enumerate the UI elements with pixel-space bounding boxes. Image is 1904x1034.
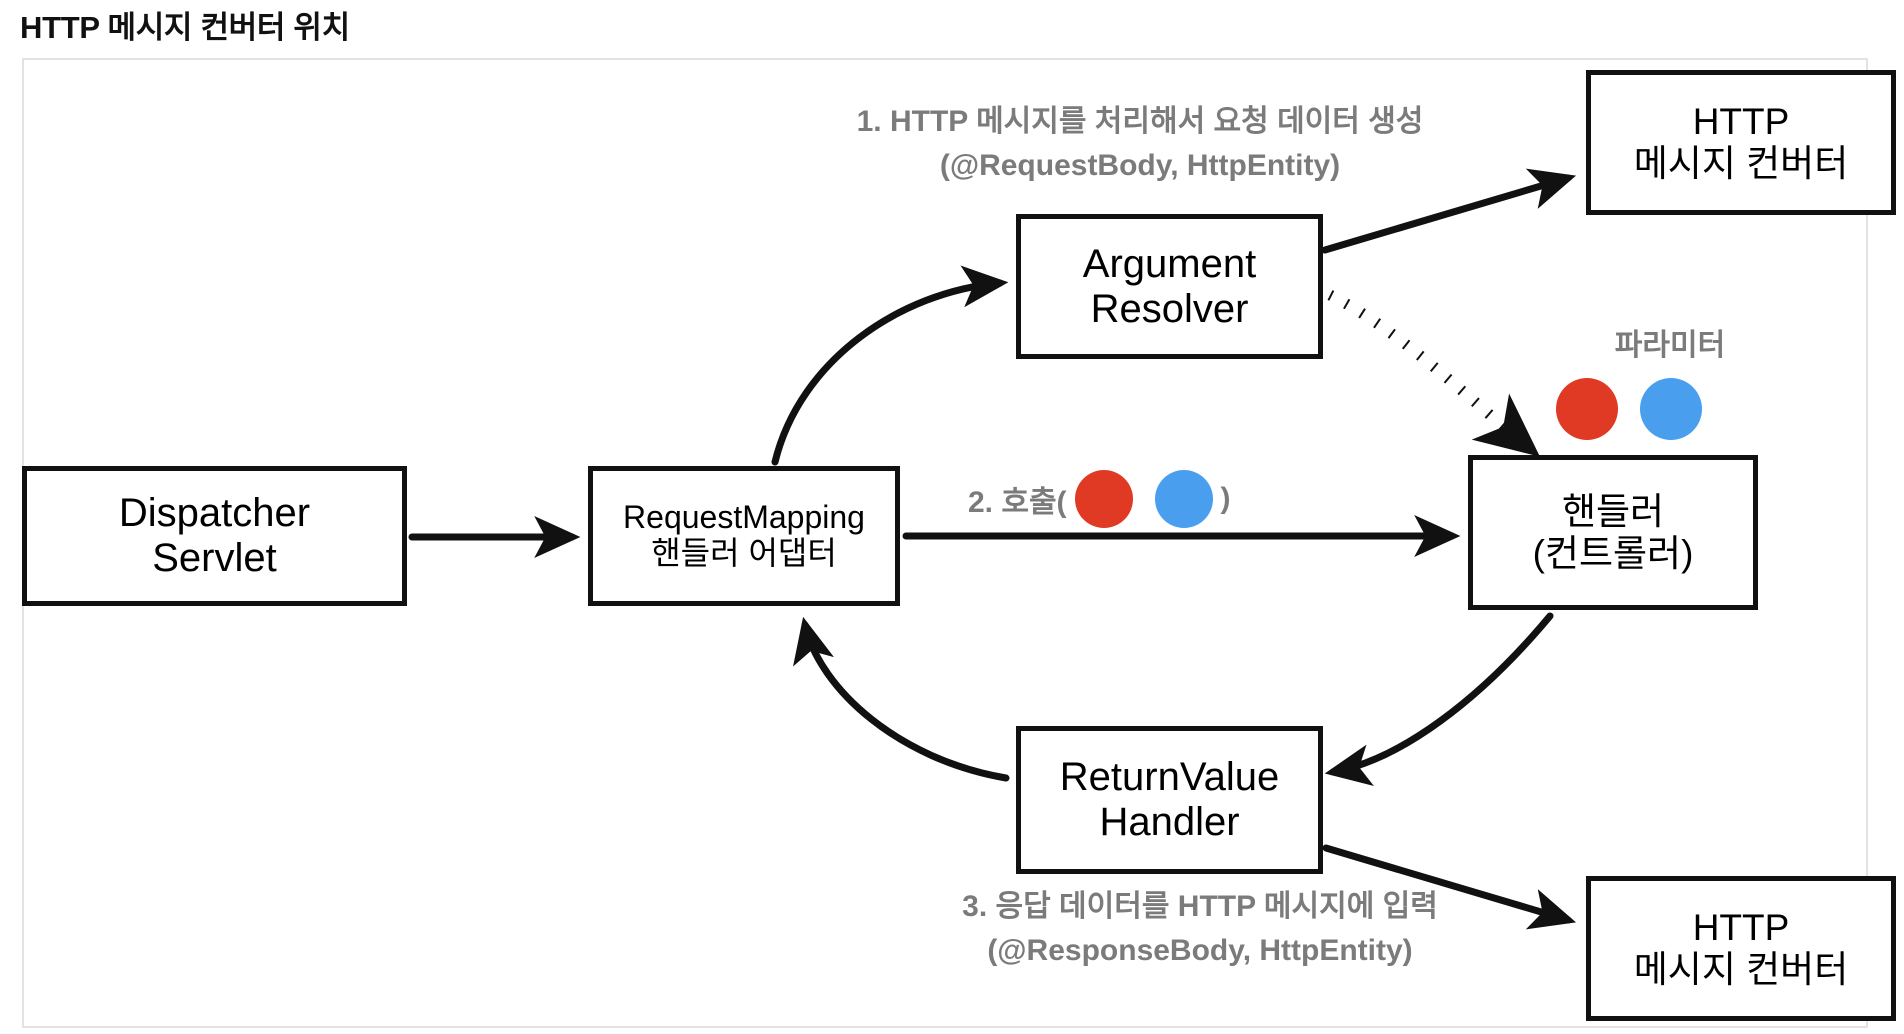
node-http-message-converter-top-line-2: 메시지 컨버터 — [1633, 142, 1849, 184]
node-request-mapping-line-2: 핸들러 어댑터 — [651, 535, 837, 571]
edge-argumentresolver-to-httpconverter-top — [1321, 168, 1577, 254]
edge-returnvaluehandler-to-httpconverter-bottom — [1322, 844, 1577, 930]
annotation-call-step-suffix: ) — [1220, 482, 1231, 515]
node-dispatcher-servlet[interactable]: Dispatcher Servlet — [22, 466, 407, 606]
annotation-request-step-line-2: (@RequestBody, HttpEntity) — [939, 148, 1341, 182]
node-dispatcher-servlet-line-1: Dispatcher — [118, 491, 311, 536]
parameter-dot-blue-icon — [1154, 470, 1213, 528]
node-return-value-handler-line-2: Handler — [1099, 800, 1240, 844]
node-http-message-converter-bottom-line-1: HTTP — [1692, 907, 1790, 949]
annotation-parameter-label: 파라미터 — [1614, 329, 1726, 362]
annotation-request-step: 1. HTTP 메시지를 처리해서 요청 데이터 생성 (@RequestBod… — [760, 100, 1520, 187]
node-handler-controller-line-2: (컨트롤러) — [1532, 532, 1694, 574]
annotation-response-step-line-1: 3. 응답 데이터를 HTTP 메시지에 입력 — [962, 890, 1438, 923]
edge-returnvaluehandler-to-requestmapping — [793, 616, 1010, 782]
page-title: HTTP 메시지 컨버터 위치 — [20, 10, 350, 45]
node-argument-resolver[interactable]: Argument Resolver — [1016, 214, 1323, 359]
node-http-message-converter-bottom-line-2: 메시지 컨버터 — [1633, 948, 1849, 990]
annotation-call-step-prefix: 2. 호출( — [968, 486, 1067, 519]
node-http-message-converter-top-line-1: HTTP — [1692, 101, 1790, 143]
node-http-message-converter-top[interactable]: HTTP 메시지 컨버터 — [1586, 70, 1896, 215]
edge-argumentresolver-to-handler-dotted — [1327, 290, 1540, 457]
parameter-legend-dot-red-icon — [1556, 378, 1618, 440]
node-handler-controller-line-1: 핸들러 — [1561, 491, 1665, 533]
parameter-dot-red-icon — [1074, 470, 1133, 528]
annotation-response-step-line-2: (@ResponseBody, HttpEntity) — [987, 933, 1413, 967]
node-argument-resolver-line-2: Resolver — [1090, 286, 1249, 331]
node-handler-controller[interactable]: 핸들러 (컨트롤러) — [1468, 455, 1758, 610]
node-dispatcher-servlet-line-2: Servlet — [152, 536, 277, 580]
node-http-message-converter-bottom[interactable]: HTTP 메시지 컨버터 — [1586, 876, 1896, 1021]
parameter-dots-group — [1556, 378, 1702, 440]
edge-handler-to-returnvaluehandler — [1324, 612, 1554, 786]
parameter-legend-dot-blue-icon — [1640, 378, 1702, 440]
annotation-call-step: 2. 호출( ) — [968, 470, 1231, 528]
annotation-response-step: 3. 응답 데이터를 HTTP 메시지에 입력 (@ResponseBody, … — [820, 885, 1580, 972]
node-return-value-handler-line-1: ReturnValue — [1059, 755, 1280, 800]
node-request-mapping-line-1: RequestMapping — [623, 499, 865, 536]
edge-requestmapping-to-argumentresolver — [771, 265, 1009, 466]
annotation-request-step-line-1: 1. HTTP 메시지를 처리해서 요청 데이터 생성 — [856, 105, 1424, 138]
node-request-mapping-handler-adapter[interactable]: RequestMapping 핸들러 어댑터 — [588, 466, 900, 606]
node-argument-resolver-line-1: Argument — [1082, 241, 1257, 286]
node-return-value-handler[interactable]: ReturnValue Handler — [1016, 726, 1323, 874]
